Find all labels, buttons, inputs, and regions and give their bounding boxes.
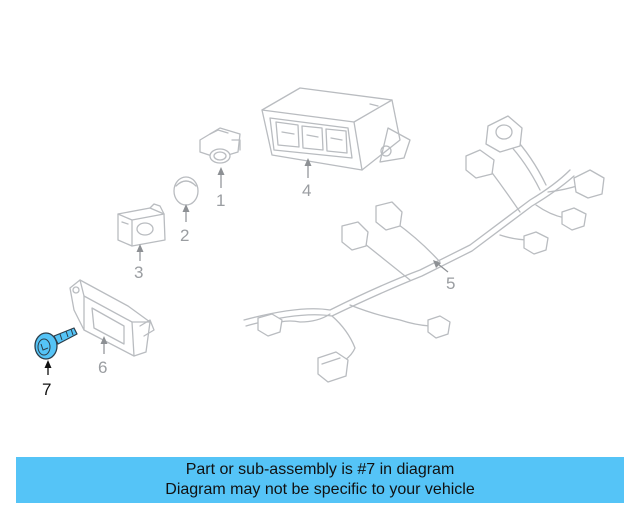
callout-3-leader — [136, 244, 144, 261]
callout-7-leader — [44, 360, 52, 375]
banner-part-reference-text: Part or sub-assembly is #7 in diagram — [185, 461, 455, 478]
callout-label-5: 5 — [446, 274, 455, 293]
callout-5-leader — [433, 260, 449, 273]
sensor-bracket-part-3[interactable] — [117, 203, 166, 247]
callout-label-1: 1 — [216, 191, 225, 210]
callout-label-3: 3 — [134, 263, 143, 282]
callout-label-6: 6 — [98, 358, 107, 377]
sensor-cap-part-2[interactable] — [173, 176, 199, 206]
wiring-harness-part-5[interactable] — [243, 115, 605, 383]
parking-sensor-part-1[interactable] — [199, 127, 241, 164]
control-module-part-4[interactable] — [261, 87, 411, 171]
sensor-module-part-6[interactable] — [69, 279, 155, 357]
part-info-banner: Part or sub-assembly is #7 in diagram Di… — [16, 457, 624, 503]
banner-disclaimer-text: Diagram may not be specific to your vehi… — [165, 481, 475, 498]
callout-2-leader — [182, 204, 190, 222]
callout-label-4: 4 — [302, 181, 311, 200]
callout-4-leader — [304, 158, 312, 178]
callout-6-leader — [100, 336, 108, 354]
callout-1-leader — [217, 167, 225, 188]
callout-label-2: 2 — [180, 226, 189, 245]
callout-label-7: 7 — [42, 380, 51, 399]
bolt-part-7[interactable] — [34, 327, 78, 360]
parts-diagram: 4 1 2 3 — [34, 87, 605, 399]
